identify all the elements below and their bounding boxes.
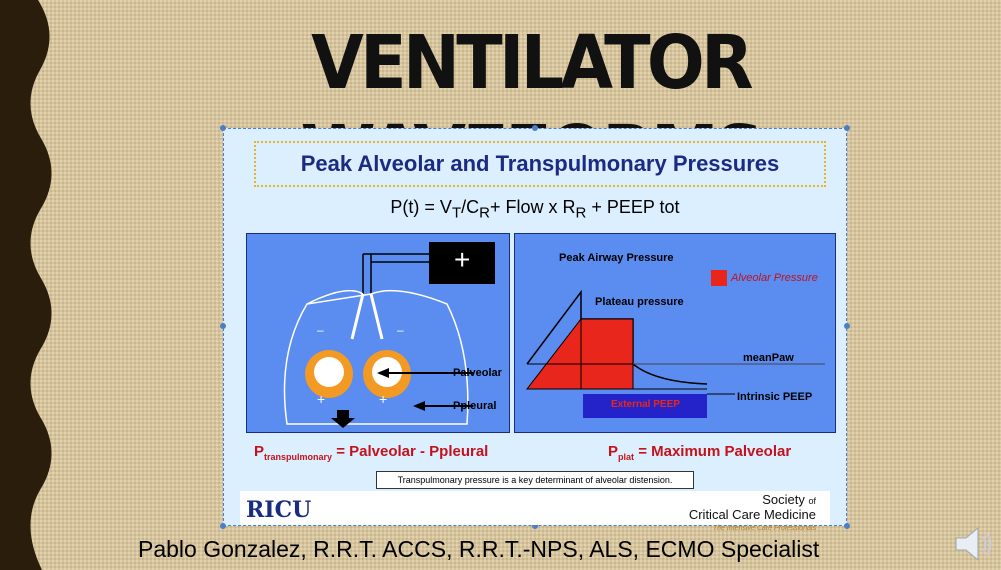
transpulmonary-equation: Ptranspulmonary = Palveolar - Ppleural xyxy=(254,443,489,462)
author-credit: Pablo Gonzalez, R.R.T. ACCS, R.R.T.-NPS,… xyxy=(138,536,820,562)
meanpaw-label: meanPaw xyxy=(743,352,794,364)
pressure-diagram: Peak Airway Pressure Alveolar Pressure P… xyxy=(514,233,836,433)
pressure-waveform xyxy=(525,270,825,418)
svg-text:+: + xyxy=(317,391,325,407)
plateau-label: Plateau pressure xyxy=(595,296,684,308)
svg-text:–: – xyxy=(317,323,324,337)
slide-image[interactable]: Peak Alveolar and Transpulmonary Pressur… xyxy=(220,125,850,532)
slide-heading: Peak Alveolar and Transpulmonary Pressur… xyxy=(254,141,826,187)
ppleural-label: Ppleural xyxy=(453,400,497,412)
lung-illustration: – – + + xyxy=(283,242,495,428)
plateau-equation: Pplat = Maximum Palveolar xyxy=(608,443,792,462)
svg-text:–: – xyxy=(397,323,404,337)
lung-diagram: – – + + + Palveolar Ppleural xyxy=(246,233,510,433)
pressure-formula: P(t) = VT/CR+ Flow x RR + PEEP tot xyxy=(390,197,680,222)
slide-footer: RICU Society of Critical Care Medicine T… xyxy=(240,491,830,532)
peak-airway-label: Peak Airway Pressure xyxy=(559,252,674,264)
plus-symbol: + xyxy=(454,244,471,275)
ricu-logo: RICU xyxy=(246,497,312,523)
palveolar-label: Palveolar xyxy=(453,367,502,379)
alveolar-pressure-legend: Alveolar Pressure xyxy=(731,272,818,284)
intrinsic-peep-label: Intrinsic PEEP xyxy=(737,391,813,403)
svg-text:+: + xyxy=(379,391,387,407)
speaker-icon[interactable] xyxy=(952,524,996,564)
note-box: Transpulmonary pressure is a key determi… xyxy=(376,471,694,489)
external-peep-label: External PEEP xyxy=(611,399,680,410)
sccm-logo: Society of Critical Care Medicine The In… xyxy=(688,492,816,533)
wavy-border xyxy=(0,0,52,570)
